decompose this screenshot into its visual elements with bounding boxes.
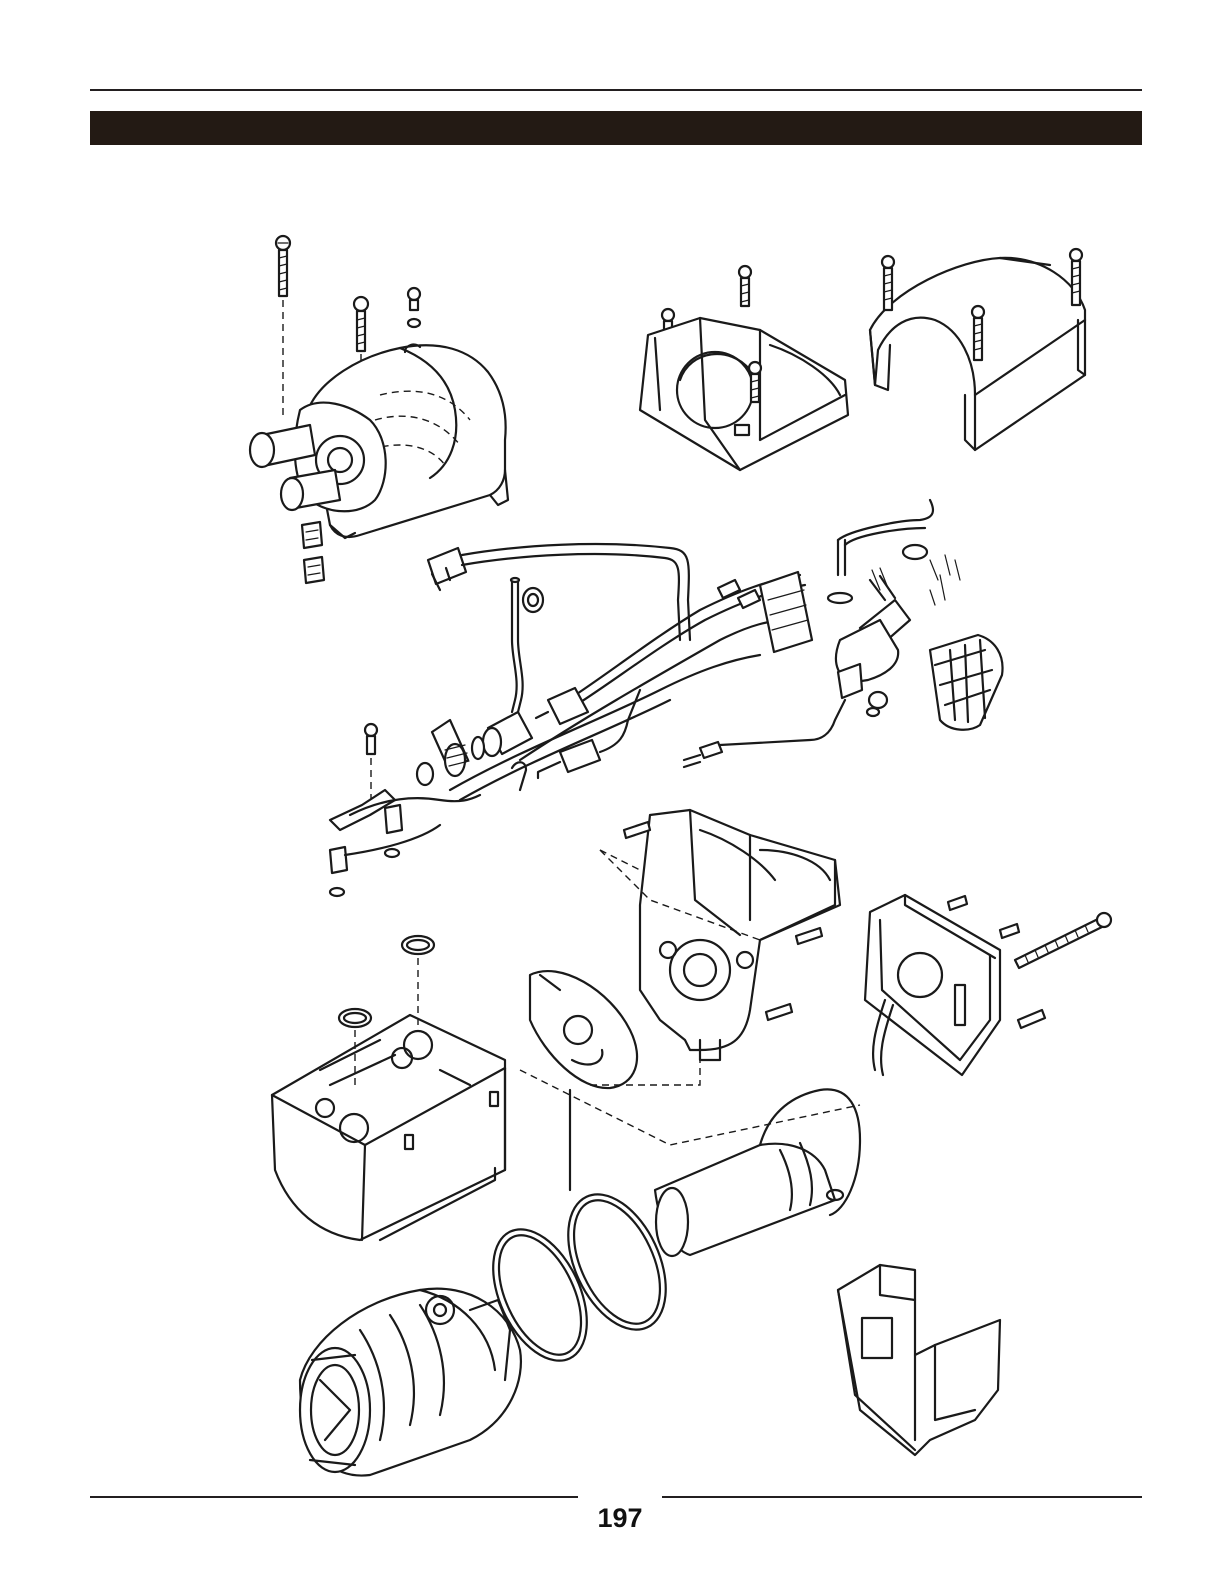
control-unit [863,893,1113,1077]
top-cover [868,247,1087,452]
pump-small-screw [406,286,422,329]
control-screw-2 [998,922,1021,940]
cover-screw-1 [880,254,896,312]
fan-housing-screw-3 [747,360,763,404]
blower-housing [599,808,842,1062]
circulation-pump [248,234,510,585]
cover-screw-3 [970,304,986,362]
cover-screw-2 [1068,247,1084,307]
bottom-rule-right [662,1496,1142,1498]
housing-screw-3 [764,1002,794,1022]
pump-long-screw [274,234,292,298]
page-number: 197 [597,1503,643,1533]
pump-mid-screw [352,295,370,353]
o-rings [492,1088,667,1362]
title-band [90,111,1142,145]
housing-screw-1 [622,820,652,840]
housing-screw-2 [794,926,824,946]
bottom-rule-left [90,1496,578,1498]
fan-housing-top [638,264,850,472]
control-screw-1 [946,894,969,912]
pump-grommets [300,520,326,585]
heat-exchanger [270,934,507,1242]
burner-tube [519,1050,862,1258]
burner-gasket [528,969,639,1090]
control-screw-3 [1016,1008,1047,1030]
finned-core [298,1287,522,1477]
control-long-bolt [1013,911,1113,970]
earth-screw [363,722,379,756]
fan-housing-screw-1 [737,264,753,308]
top-rule [90,89,1142,91]
wiring-harness [328,498,1004,898]
mounting-bracket [836,1263,1002,1457]
